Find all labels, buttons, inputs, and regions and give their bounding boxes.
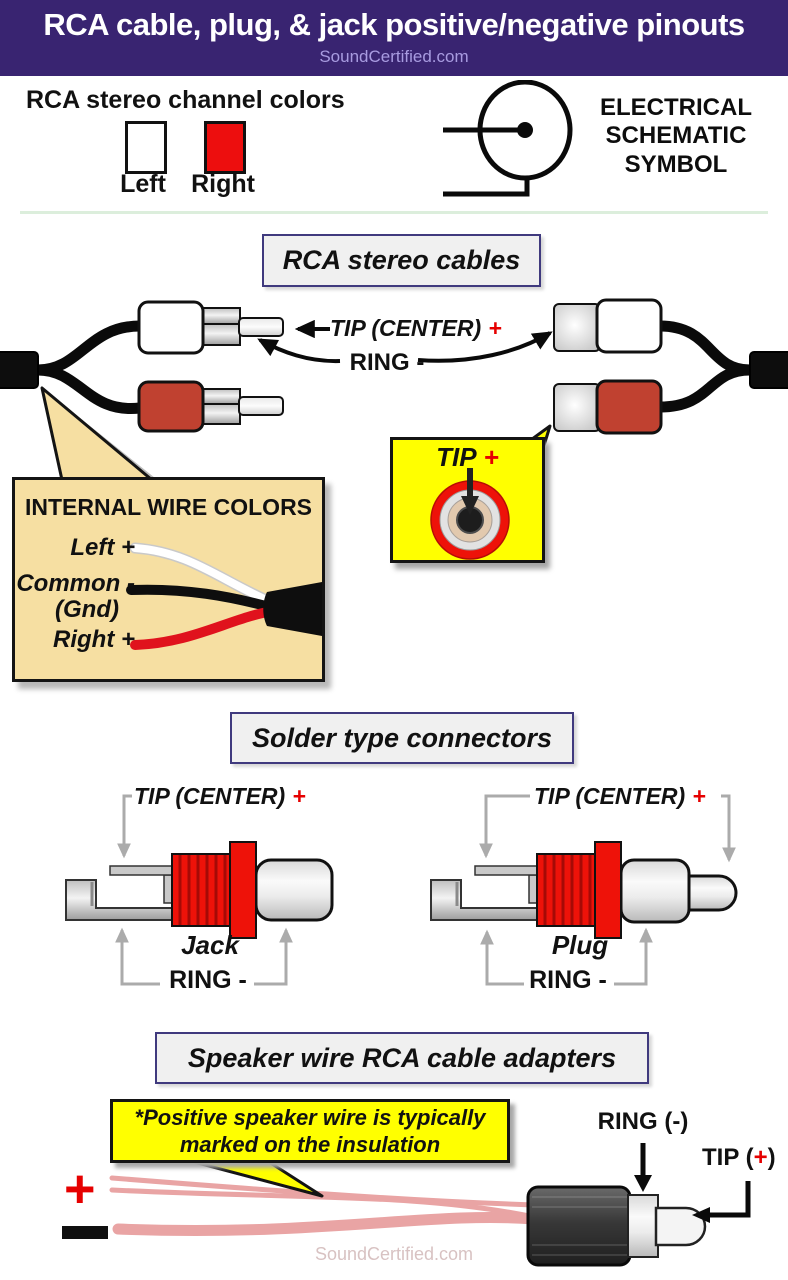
tip-callout-label: TIP+: [393, 442, 542, 473]
plug-tip-bracket-right: [721, 794, 736, 863]
adapter-plug-collar: [627, 1194, 659, 1258]
header-banner: RCA cable, plug, & jack positive/negativ…: [0, 0, 788, 76]
jack-ring-solder-lug: [65, 879, 177, 921]
plug-body: [619, 858, 691, 924]
right-wire-label: Right +: [53, 626, 135, 653]
left-channel-swatch: [125, 121, 167, 174]
positive-wire-note-callout: *Positive speaker wire is typically mark…: [110, 1099, 510, 1163]
jack-flange: [229, 841, 257, 939]
cable-end-left: [0, 351, 39, 389]
cable-right-red: [659, 364, 751, 413]
note-line2: marked on the insulation: [179, 1132, 441, 1157]
ring-arrow-left: [257, 338, 341, 364]
rca-cables-diagram: [0, 298, 788, 435]
plug-ring-solder-lug: [430, 879, 542, 921]
left-wire-white: [131, 544, 275, 606]
tip-center-text: TIP (CENTER): [330, 315, 482, 341]
minus-sign: −: [62, 1226, 108, 1239]
internal-wire-colors-callout: INTERNAL WIRE COLORS Left + Common - (Gn…: [12, 477, 325, 682]
internal-wires-callout-tail: [40, 386, 160, 482]
internal-wires-title: INTERNAL WIRE COLORS: [24, 494, 313, 520]
tip-center-label: TIP (CENTER)+: [330, 315, 502, 342]
cable-end-right: [749, 351, 788, 389]
cable-left-white: [37, 320, 141, 376]
right-channel-swatch: [204, 121, 246, 174]
jack-tip-solder-tab: [109, 865, 173, 876]
jack-tip-bracket: [117, 794, 132, 859]
gnd-label: (Gnd): [55, 596, 119, 623]
white-rca-jack: [553, 298, 663, 354]
jack-tip-label: TIP (CENTER)+: [134, 783, 306, 809]
plug-tip-label: TIP (CENTER)+: [534, 783, 706, 809]
section-title-rca-stereo-cables: RCA stereo cables: [262, 234, 541, 287]
solder-jack-drawing: [65, 794, 334, 986]
common-wire-label: Common -: [16, 570, 135, 597]
solder-connectors-diagram: [65, 794, 738, 986]
ring-arrow-right: [417, 331, 553, 363]
tip-face-callout: TIP+: [390, 437, 545, 563]
internal-wires-drawing: [126, 542, 322, 650]
tip-elbow-arrow: [708, 1181, 751, 1218]
left-wire-label: Left +: [70, 534, 135, 561]
red-rca-plug: [137, 380, 284, 433]
section-title-speaker-wire-adapters: Speaker wire RCA cable adapters: [155, 1032, 649, 1084]
plug-tip-solder-tab: [474, 865, 538, 876]
schematic-symbol-label: ELECTRICAL SCHEMATIC SYMBOL: [600, 94, 752, 178]
tip-text: TIP: [436, 442, 477, 472]
white-rca-plug: [137, 300, 284, 355]
legend-heading: RCA stereo channel colors: [26, 86, 345, 114]
footer-site-name: SoundCertified.com: [314, 1244, 474, 1264]
speaker-wire-positive-strand2: [109, 1187, 537, 1220]
jack-body: [254, 858, 334, 922]
plug-ring-bracket-left: [480, 929, 524, 986]
adapter-tip-label: TIP (+): [702, 1144, 776, 1171]
plug-tip-pin: [685, 874, 738, 912]
plus-sign: +: [64, 1159, 96, 1219]
section-title-solder-connectors: Solder type connectors: [230, 712, 574, 764]
jack-ring-label: RING -: [169, 966, 247, 994]
plug-ring-bracket-right: [614, 927, 653, 986]
cable-left-red: [37, 364, 141, 415]
cable-jacket: [263, 582, 322, 636]
common-wire-black: [126, 584, 278, 613]
plug-threads: [536, 853, 598, 927]
page-title: RCA cable, plug, & jack positive/negativ…: [43, 7, 745, 42]
adapter-ring-label: RING (-): [597, 1108, 689, 1135]
red-rca-jack: [553, 379, 663, 435]
plug-name-label: Plug: [551, 930, 609, 960]
adapter-plug-tip: [654, 1206, 707, 1247]
jack-threads: [171, 853, 233, 927]
tip-plus-sign: +: [488, 315, 502, 341]
section-divider: [20, 211, 768, 214]
right-channel-label: Right: [191, 170, 255, 198]
plug-tip-bracket-left: [479, 794, 530, 859]
cable-right-white: [659, 320, 751, 376]
speaker-wire-negative: [112, 1211, 540, 1237]
jack-face-drawing: [430, 468, 510, 560]
note-line1: *Positive speaker wire is typically: [134, 1104, 486, 1130]
solder-plug-drawing: [430, 794, 738, 986]
plug-flange: [594, 841, 622, 939]
plug-ring-label: RING -: [529, 966, 607, 994]
right-wire-red: [130, 606, 278, 650]
ring-label: RING -: [349, 349, 425, 376]
left-channel-label: Left: [120, 170, 166, 198]
jack-ring-bracket-left: [115, 927, 160, 986]
jack-name-label: Jack: [181, 930, 239, 960]
tip-plus: +: [483, 442, 499, 472]
site-name: SoundCertified.com: [319, 47, 469, 66]
rca-schematic-symbol: [443, 80, 573, 197]
jack-ring-bracket-right: [254, 927, 293, 986]
speaker-wire-adapter-diagram: [109, 1143, 751, 1267]
